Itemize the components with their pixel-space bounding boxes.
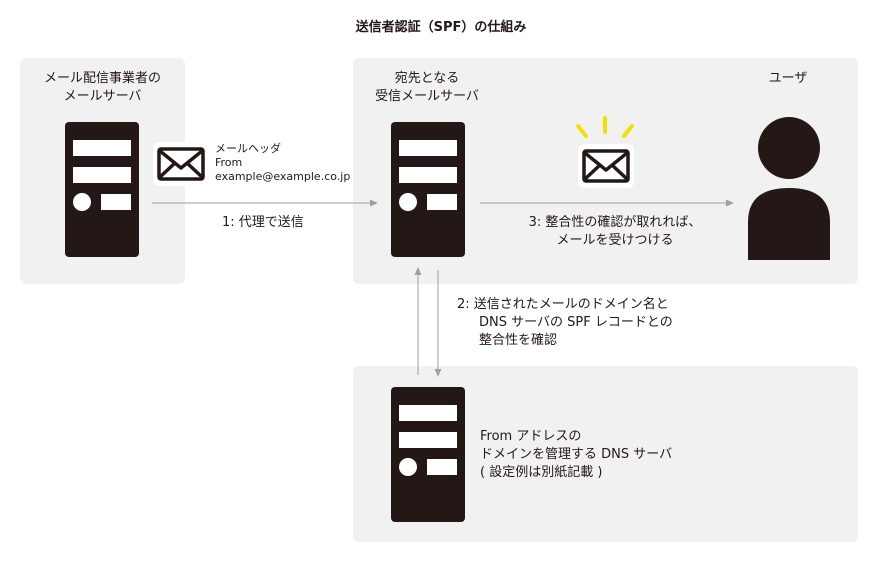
step1-label: 1: 代理で送信 xyxy=(222,215,304,230)
mail-header-line2: From xyxy=(215,156,243,169)
dns-server-label: From アドレスの ドメインを管理する DNS サーバ ( 設定例は別紙記載 … xyxy=(480,428,672,482)
received-envelope-icon xyxy=(578,144,634,188)
step2-label: 2: 送信されたメールのドメイン名と DNS サーバの SPF レコードとの 整… xyxy=(457,296,673,350)
mail-header-text: メールヘッダ From example@example.co.jp xyxy=(215,142,350,184)
step2-line2: DNS サーバの SPF レコードとの xyxy=(479,315,673,330)
dns-label-line1: From アドレスの xyxy=(480,429,582,444)
step2-line3: 整合性を確認 xyxy=(479,333,558,348)
mail-header-line1: メールヘッダ xyxy=(215,142,281,155)
step3-line2: メールを受けつける xyxy=(556,233,674,248)
sender-label-line2: メールサーバ xyxy=(63,89,142,104)
receiver-server-label: 宛先となる 受信メールサーバ xyxy=(352,70,502,106)
receiver-label-line1: 宛先となる xyxy=(394,71,460,86)
user-icon xyxy=(748,117,830,260)
step3-label: 3: 整合性の確認が取れれば、 メールを受けつける xyxy=(500,214,730,250)
user-label: ユーザ xyxy=(768,71,808,86)
sender-server-icon xyxy=(65,122,139,257)
receiver-server-icon xyxy=(391,122,465,257)
dns-label-line3: ( 設定例は別紙記載 ) xyxy=(480,465,603,480)
step3-line1: 3: 整合性の確認が取れれば、 xyxy=(528,215,702,230)
mail-header-line3: example@example.co.jp xyxy=(215,170,351,183)
sender-label-line1: メール配信事業者の xyxy=(43,71,161,86)
receiver-label-line2: 受信メールサーバ xyxy=(375,89,479,104)
envelope-icon xyxy=(153,142,209,186)
step2-line1: 2: 送信されたメールのドメイン名と xyxy=(457,297,669,312)
dns-label-line2: ドメインを管理する DNS サーバ xyxy=(480,447,673,462)
diagram-title: 送信者認証（SPF）の仕組み xyxy=(355,20,527,35)
alert-rays-icon xyxy=(576,116,634,138)
sender-server-label: メール配信事業者の メールサーバ xyxy=(20,70,185,106)
dns-server-icon xyxy=(391,387,465,522)
